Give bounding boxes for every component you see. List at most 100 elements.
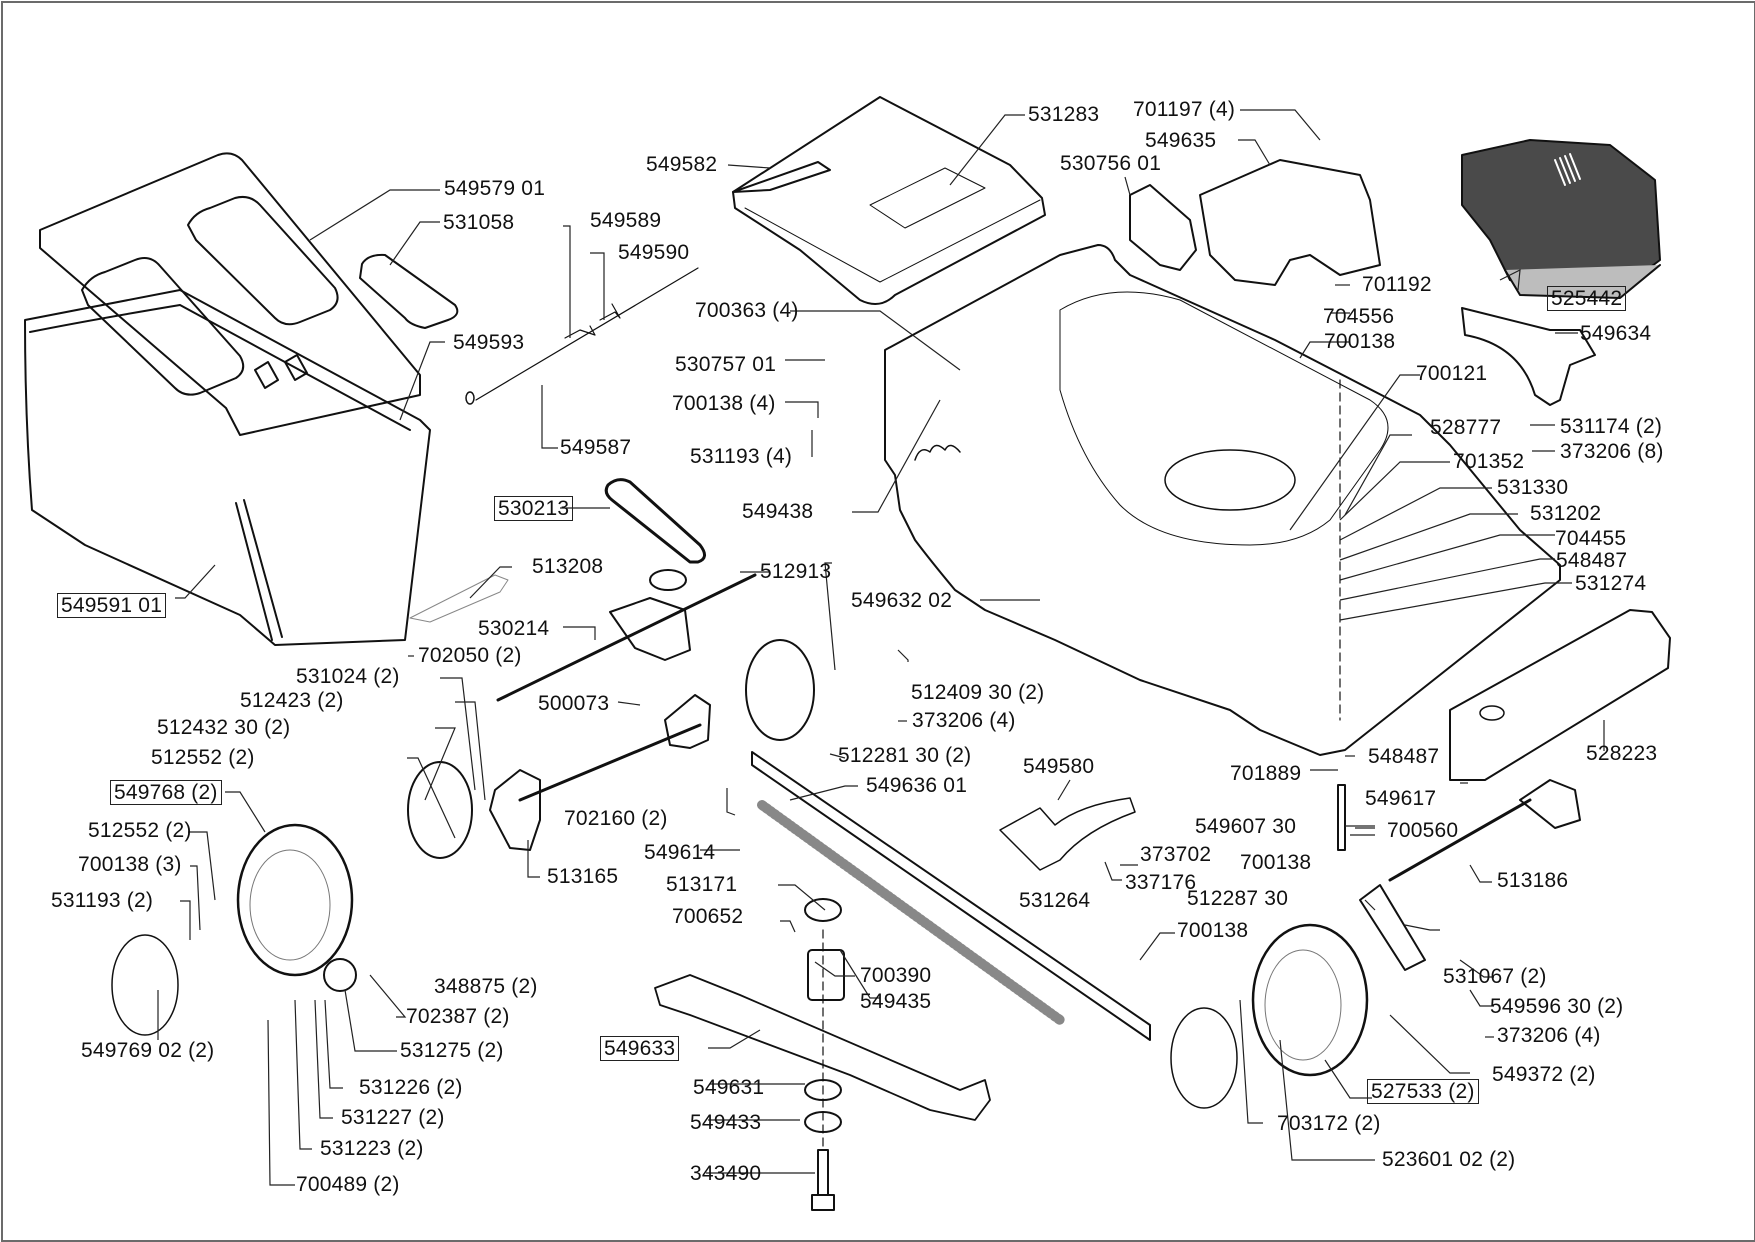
- leader-lines: [157, 109, 1605, 1186]
- part-label: 512913: [760, 560, 832, 583]
- part-label: 549579 01: [444, 177, 546, 200]
- part-label: 512552 (2): [151, 746, 255, 769]
- part-label: 700138: [1240, 851, 1312, 874]
- part-label: 512281 30 (2): [838, 744, 972, 767]
- part-label: 702050 (2): [418, 644, 522, 667]
- part-label: 548487: [1368, 745, 1440, 768]
- part-label: 700121: [1416, 362, 1488, 385]
- part-label: 701889: [1230, 762, 1302, 785]
- blade-bolt: [811, 1149, 835, 1211]
- part-label-boxed: 530213: [494, 496, 574, 521]
- lid-clip: [359, 253, 459, 329]
- part-label: 530756 01: [1060, 152, 1162, 175]
- part-label: 549590: [618, 241, 690, 264]
- part-label: 528223: [1586, 742, 1658, 765]
- part-label: 531193 (2): [51, 889, 154, 912]
- part-label: 531226 (2): [359, 1076, 463, 1099]
- top-cover: [732, 96, 1046, 305]
- engine-cover: [1199, 159, 1381, 286]
- part-label: 530757 01: [675, 353, 777, 376]
- part-label: 512552 (2): [88, 819, 192, 842]
- part-label: 513208: [532, 555, 604, 578]
- part-label-boxed: 549591 01: [57, 593, 167, 618]
- part-label: 531193 (4): [690, 445, 793, 468]
- front-cover: [1449, 609, 1671, 781]
- wheel-disc-left: [407, 761, 473, 859]
- mower-deck: [884, 244, 1561, 756]
- part-label: 528777: [1430, 416, 1502, 439]
- part-label: 512287 30: [1187, 887, 1289, 910]
- part-label: 512423 (2): [240, 689, 344, 712]
- part-label: 700363 (4): [695, 299, 799, 322]
- deflector: [999, 797, 1136, 871]
- part-label: 531024 (2): [296, 665, 400, 688]
- part-label: 513171: [666, 873, 738, 896]
- part-label: 700138: [1324, 330, 1396, 353]
- part-label: 700390: [860, 964, 932, 987]
- blade-spacer: [807, 949, 845, 1001]
- part-label: 513165: [547, 865, 619, 888]
- left-rear-wheel: [236, 823, 354, 977]
- part-label: 373206 (4): [1497, 1024, 1601, 1047]
- part-label: 703172 (2): [1277, 1112, 1381, 1135]
- part-label: 701352: [1453, 450, 1525, 473]
- part-label: 500073: [538, 692, 610, 715]
- part-label: 373702: [1140, 843, 1212, 866]
- part-label: 549582: [646, 153, 718, 176]
- bracket: [409, 574, 509, 623]
- part-label: 548487: [1556, 549, 1628, 572]
- pulley: [804, 898, 842, 922]
- rod: [475, 267, 699, 401]
- part-label: 549433: [690, 1111, 762, 1134]
- part-label: 549617: [1365, 787, 1437, 810]
- part-label: 549607 30: [1195, 815, 1297, 838]
- part-label: 373206 (8): [1560, 440, 1664, 463]
- height-shaft: [1337, 784, 1346, 851]
- part-label: 373206 (4): [912, 709, 1016, 732]
- part-label: 549632 02: [851, 589, 953, 612]
- engine: [1461, 139, 1661, 299]
- drive-gear: [323, 958, 357, 992]
- part-label: 531058: [443, 211, 515, 234]
- part-label: 700652: [672, 905, 744, 928]
- part-label: 512409 30 (2): [911, 681, 1045, 704]
- part-label: 531067 (2): [1443, 965, 1547, 988]
- part-label: 701197 (4): [1133, 98, 1236, 121]
- part-label: 701192: [1362, 273, 1432, 296]
- front-axle: [1388, 798, 1532, 882]
- part-label: 704455: [1555, 527, 1627, 550]
- part-label: 700138 (3): [78, 853, 182, 876]
- spring: [757, 800, 1065, 1025]
- catcher-lid: [39, 152, 421, 436]
- part-label: 549635: [1145, 129, 1217, 152]
- part-label: 549631: [693, 1076, 765, 1099]
- part-label-boxed: 549768 (2): [110, 780, 222, 805]
- part-label: 549614: [644, 841, 716, 864]
- part-label: 704556: [1323, 305, 1395, 328]
- part-label: 549438: [742, 500, 814, 523]
- part-label: 700489 (2): [296, 1173, 400, 1196]
- blade: [654, 974, 991, 1121]
- part-label: 700138 (4): [672, 392, 776, 415]
- part-label: 531283: [1028, 103, 1100, 126]
- left-hub-cap: [111, 934, 179, 1036]
- part-label: 531174 (2): [1560, 415, 1663, 438]
- gearbox: [496, 569, 757, 702]
- part-label: 700560: [1387, 819, 1459, 842]
- wheel-disc-right: [745, 639, 815, 741]
- part-label: 531330: [1497, 476, 1569, 499]
- part-label: 531264: [1019, 889, 1091, 912]
- part-label: 513186: [1497, 869, 1569, 892]
- part-label: 512432 30 (2): [157, 716, 291, 739]
- part-label: 549593: [453, 331, 525, 354]
- part-label: 337176: [1125, 871, 1197, 894]
- part-label: 549636 01: [866, 774, 968, 797]
- drive-belt: [604, 478, 706, 564]
- part-label-boxed: 527533 (2): [1367, 1079, 1479, 1104]
- front-hub-cap: [1170, 1007, 1238, 1109]
- part-label: 549372 (2): [1492, 1063, 1596, 1086]
- part-label: 530214: [478, 617, 550, 640]
- part-label: 531202: [1530, 502, 1602, 525]
- engine-bracket: [1129, 184, 1197, 271]
